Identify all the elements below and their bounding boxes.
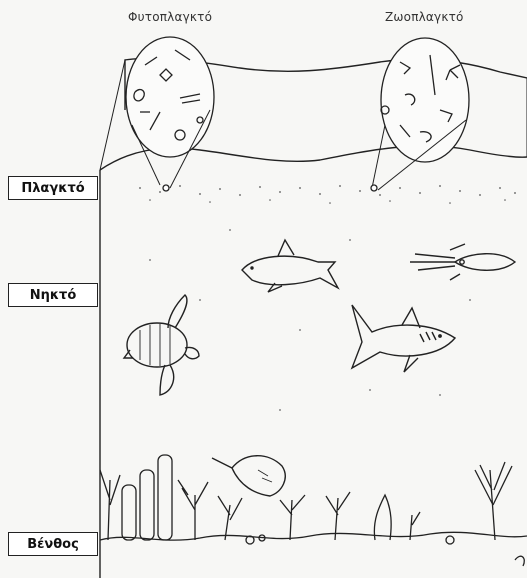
- seabed-small: [246, 535, 524, 566]
- sea-sponge: [122, 455, 172, 540]
- seabed: [100, 455, 527, 566]
- zone-label-nekton: Νηκτό: [8, 283, 98, 307]
- plankton-stipple: [139, 185, 516, 204]
- stingray: [212, 456, 285, 496]
- sea-turtle: [124, 295, 199, 395]
- phytoplankton-magnifier: [126, 37, 214, 191]
- zone-label-plankton: Πλαγκτό: [8, 176, 98, 200]
- zone-label-benthos: Βένθος: [8, 532, 98, 556]
- sea-fan: [475, 462, 512, 540]
- water-dots: [149, 229, 471, 411]
- coral-left: [100, 470, 242, 540]
- coral-middle: [280, 492, 420, 540]
- dolphin: [242, 240, 338, 292]
- squid: [410, 244, 515, 280]
- shark: [352, 305, 455, 372]
